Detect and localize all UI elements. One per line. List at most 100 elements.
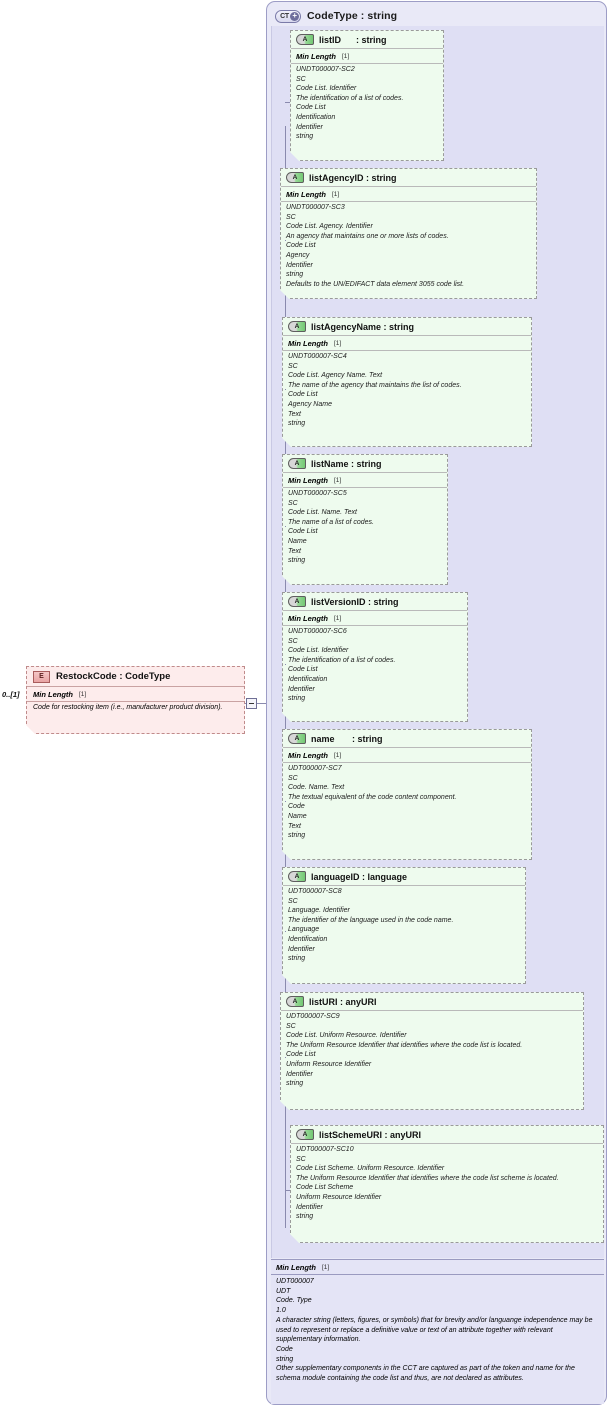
- attribute-doc-line: UNDT000007-SC2: [296, 66, 355, 73]
- attribute-doc-line: Defaults to the UN/EDIFACT data element …: [286, 280, 465, 288]
- attribute-facet-value: [1]: [342, 52, 350, 60]
- element-documentation: Code for restocking item (i.e., manufact…: [27, 701, 244, 713]
- attribute-doc-line: Name: [288, 537, 307, 545]
- collapse-minus-icon[interactable]: [246, 698, 257, 709]
- attribute-doc-line: SC: [286, 1022, 296, 1030]
- attribute-doc-line: Identifier: [296, 123, 323, 131]
- attribute-name: listAgencyName : string: [311, 321, 415, 332]
- attribute-doc-line: string: [296, 133, 314, 141]
- element-name: RestockCode : CodeType: [56, 671, 171, 682]
- tree-stub-line: [285, 240, 286, 241]
- attribute-doc-line: Code List: [288, 666, 318, 674]
- attribute-name: listID : string: [319, 34, 387, 45]
- attribute-name: listName : string: [311, 458, 382, 469]
- tree-stub-line: [285, 1057, 286, 1058]
- element-facet-name: Min Length: [33, 689, 73, 699]
- attribute-facet-name: Min Length: [286, 189, 326, 199]
- attribute-facet-row: Min Length[1]: [281, 186, 536, 201]
- attribute-doc-line: SC: [296, 75, 306, 83]
- attribute-facet-value: [1]: [334, 614, 342, 622]
- complextype-facet-row: Min Length [1]: [271, 1259, 604, 1275]
- attribute-doc-line: Code. Name. Text: [288, 784, 345, 792]
- attribute-doc-line: Identifier: [296, 1203, 323, 1211]
- attribute-doc-line: UNDT000007-SC4: [288, 353, 347, 360]
- attribute-facet-row: Min Length[1]: [283, 335, 531, 350]
- attribute-doc-line: The identification of a list of codes.: [296, 94, 404, 102]
- attribute-doc-line: string: [288, 420, 306, 428]
- attribute-doc-line: Code List. Agency. Identifier: [286, 223, 373, 231]
- tree-stub-line: [285, 526, 286, 527]
- attribute-name: listSchemeURI : anyURI: [319, 1129, 422, 1140]
- attribute-name: languageID : language: [311, 871, 408, 882]
- attribute-doc-line: SC: [288, 637, 298, 645]
- attribute-facet-name: Min Length: [296, 51, 336, 61]
- attribute-facet-row: Min Length [1]: [283, 610, 467, 625]
- attribute-doc-line: Agency Name: [288, 400, 332, 408]
- element-box-restockcode[interactable]: E RestockCode : CodeType Min Length [1] …: [26, 666, 245, 734]
- attribute-doc-line: Code List: [288, 528, 318, 536]
- attribute-doc-line: Code List: [286, 1051, 316, 1059]
- attribute-doc-line: SC: [288, 362, 298, 370]
- attribute-doc-line: SC: [296, 1155, 306, 1163]
- attribute-doc-line: The name of the agency that maintains th…: [288, 381, 462, 389]
- element-header: E RestockCode : CodeType: [27, 667, 244, 686]
- plus-circle-icon[interactable]: +: [290, 11, 299, 21]
- complextype-facet-name: Min Length: [276, 1262, 316, 1272]
- attribute-doc-line: UNDT000007-SC5: [288, 490, 347, 497]
- attribute-doc-line: Text: [288, 822, 301, 830]
- attribute-name: listURI : anyURI: [309, 996, 377, 1007]
- attribute-doc-line: The identification of a list of codes.: [288, 656, 396, 664]
- attribute-doc-line: Code List. Identifier: [296, 85, 357, 93]
- tree-stub-line: [285, 664, 286, 665]
- attribute-badge-icon: A: [288, 596, 306, 607]
- attribute-badge-icon: A: [288, 458, 306, 469]
- attribute-doc-line: Language: [288, 926, 320, 934]
- attribute-doc-line: Uniform Resource Identifier: [286, 1060, 372, 1068]
- cardinality-label: 0..[1]: [2, 690, 20, 699]
- attribute-badge-icon: A: [286, 996, 304, 1007]
- attribute-facet-name: Min Length: [288, 613, 328, 623]
- attribute-badge-icon: A: [288, 321, 306, 332]
- complextype-doc-line: string: [276, 1355, 294, 1363]
- complextype-header: CT + CodeType : string: [275, 7, 397, 25]
- attribute-facet-name: Min Length: [288, 338, 328, 348]
- attribute-badge-icon: A: [296, 1129, 314, 1140]
- attribute-doc-line: string: [296, 1213, 314, 1221]
- attribute-doc-line: Identifier: [288, 945, 315, 953]
- complextype-doc-line: Code. Type: [276, 1297, 312, 1305]
- attribute-doc-line: Agency: [286, 251, 310, 259]
- attribute-doc-line: Uniform Resource Identifier: [296, 1193, 382, 1201]
- attribute-doc-line: string: [286, 1080, 304, 1088]
- attribute-facet-row: Min Length [1]: [291, 48, 443, 63]
- attribute-doc-line: Code List Scheme: [296, 1184, 354, 1192]
- attribute-doc-line: Identification: [288, 935, 328, 943]
- complextype-badge-label: CT: [280, 12, 289, 20]
- element-facet-value: [1]: [79, 690, 87, 698]
- tree-stub-line: [285, 931, 286, 932]
- attribute-doc-line: Code List. Identifier: [288, 647, 349, 655]
- complextype-doc-line: UDT000007: [276, 1278, 314, 1285]
- attribute-facet-value: [1]: [334, 476, 342, 484]
- complextype-title: CodeType : string: [307, 10, 398, 22]
- complextype-doc-line: Other supplementary components in the CC…: [276, 1365, 575, 1383]
